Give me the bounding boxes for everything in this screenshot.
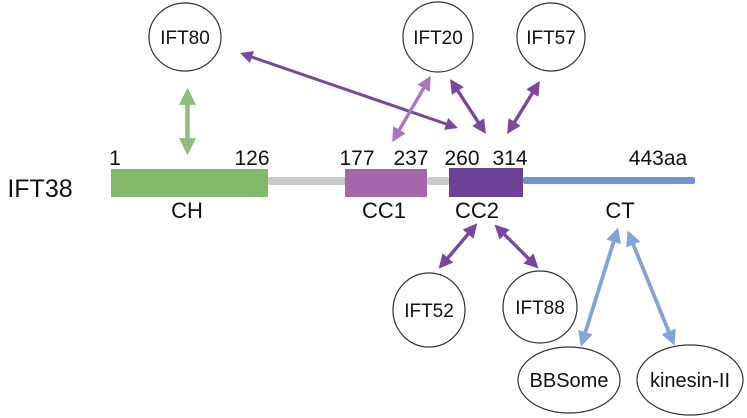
node-bbsome-ellipse [517, 346, 621, 414]
residue-label-cc2-start: 260 [444, 147, 479, 170]
arrow-cc2-ift52 [438, 223, 478, 269]
node-kinesin2: kinesin-II [636, 344, 744, 416]
arrow-ct-kinesin2 [626, 230, 676, 346]
node-bbsome-label: BBSome [530, 370, 609, 392]
protein-bar [111, 168, 695, 197]
arrow-cc2-ift88 [494, 224, 539, 269]
node-ift20: IFT20 [402, 1, 474, 73]
node-ift57: IFT57 [516, 2, 586, 72]
arrow-cc1-ift20 [392, 75, 431, 143]
interaction-arrows [178, 51, 676, 347]
node-ift57-circle [516, 2, 586, 72]
domain-ct-label: CT [605, 198, 634, 223]
residue-label-ch-start: 1 [109, 147, 121, 170]
protein-name-label: IFT38 [7, 175, 72, 203]
node-kinesin2-label: kinesin-II [650, 370, 730, 392]
domain-ch-bar [111, 169, 268, 197]
node-ift80-label: IFT80 [160, 28, 210, 49]
arrow-ct-bbsome [578, 227, 621, 347]
arrow-cc2-ift57 [507, 80, 540, 135]
node-ift88-label: IFT88 [515, 298, 565, 319]
labels: IFT38 1 126 177 237 260 314 443aa CH CC1… [7, 147, 687, 223]
node-ift52-label: IFT52 [404, 301, 454, 322]
interactor-nodes: IFT80 IFT20 IFT57 IFT52 IFT88 BBSome [148, 1, 744, 416]
node-ift80-circle [148, 2, 222, 72]
residue-label-cc1-end: 237 [393, 147, 428, 170]
node-kinesin2-ellipse [636, 344, 744, 416]
node-ift57-label: IFT57 [526, 28, 576, 49]
residue-label-total-length: 443aa [629, 147, 688, 170]
domain-cc1-label: CC1 [362, 198, 406, 223]
residue-label-ch-end: 126 [234, 147, 269, 170]
domain-cc1-bar [345, 169, 427, 197]
node-ift52-circle [392, 272, 466, 348]
node-ift80: IFT80 [148, 2, 222, 72]
domain-ch-label: CH [171, 198, 203, 223]
residue-label-cc1-start: 177 [339, 147, 374, 170]
domain-ct-tail [523, 177, 695, 184]
domain-cc2-label: CC2 [455, 198, 499, 223]
linker-cc1-cc2 [427, 177, 450, 185]
residue-label-cc2-end: 314 [492, 147, 527, 170]
domain-cc2-bar [449, 168, 523, 197]
node-ift52: IFT52 [392, 272, 466, 348]
arrow-cc2-ift20 [450, 79, 486, 134]
node-bbsome: BBSome [517, 346, 621, 414]
node-ift20-label: IFT20 [413, 28, 463, 49]
node-ift88: IFT88 [502, 270, 578, 344]
node-ift88-circle [502, 270, 578, 344]
linker-ch-cc1 [268, 177, 346, 185]
node-ift20-circle [402, 1, 474, 73]
